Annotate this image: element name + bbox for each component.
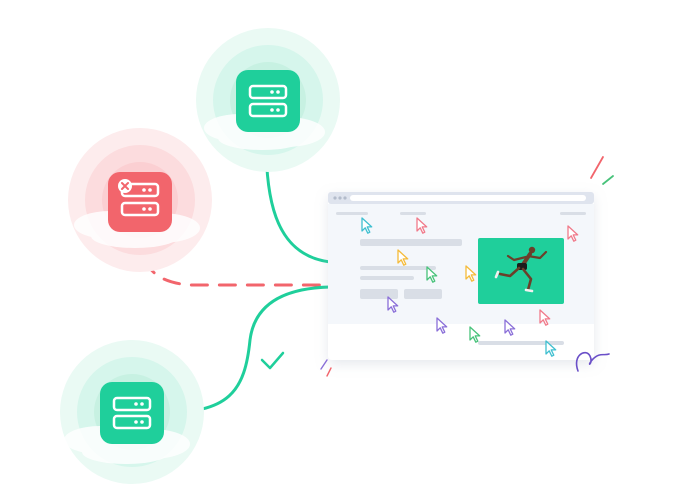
sprinter-photo — [478, 238, 564, 304]
server-stack-icon-failed — [108, 172, 172, 232]
mouse-pointer-icon — [545, 340, 557, 357]
mouse-pointer-icon — [465, 265, 477, 282]
server-node-left-failed — [68, 128, 212, 272]
decor-accent-lines — [320, 156, 614, 377]
mouse-pointer-icon — [416, 217, 428, 234]
mouse-pointer-icon — [567, 225, 579, 242]
mouse-pointer-icon — [387, 296, 399, 313]
mouse-pointer-icon — [397, 249, 409, 266]
mouse-pointer-icon — [436, 317, 448, 334]
browser-frame — [328, 192, 594, 345]
x-circle-icon — [118, 179, 132, 193]
visitor-cursors — [361, 217, 579, 357]
connection-bottom — [156, 285, 332, 414]
server-stack-icon — [100, 382, 164, 444]
server-node-top — [196, 28, 340, 172]
mouse-pointer-icon — [539, 309, 551, 326]
mouse-pointer-icon — [426, 266, 438, 283]
checkmark-icon — [260, 351, 285, 370]
mouse-pointer-icon — [504, 319, 516, 336]
mouse-pointer-icon — [469, 326, 481, 343]
mouse-pointer-icon — [361, 217, 373, 234]
server-stack-icon — [236, 70, 300, 132]
server-node-bottom — [60, 340, 204, 484]
